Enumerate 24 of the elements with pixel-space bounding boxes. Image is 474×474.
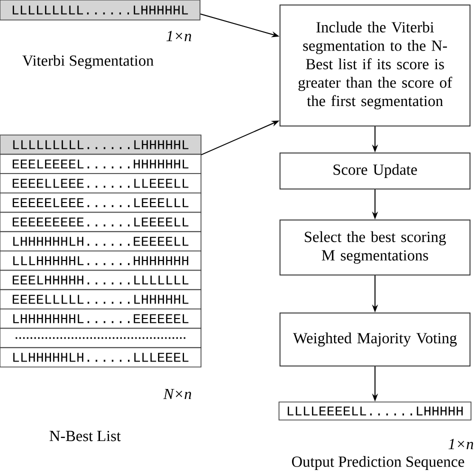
table-row: LLLHHHHHL......HHHHHHH [0, 250, 202, 271]
table-row: EEEEEEEEE......LEEEELL [0, 212, 202, 232]
dimension-label: 1×n [448, 438, 474, 450]
table-row: LHHHHHHHL......EEEEEEL [0, 308, 202, 329]
table-row: EEEELLEEE......LLEEELL [0, 173, 202, 194]
node-label: N-Best List [50, 430, 121, 442]
dimension-label: N×n [163, 388, 192, 400]
process-box: Score Update [280, 152, 470, 190]
table-row: EEEEELEEE......LEEELLL [0, 192, 202, 213]
table-row: EEEELLLLL......LHHHHHL [0, 289, 202, 310]
sequence-box: LLLLEEEELL......LHHHHH [278, 402, 472, 420]
dimension-label: 1×n [166, 30, 192, 42]
table-row: LHHHHHHLH......EEEEELL [0, 231, 202, 252]
table-row: EEELHHHHH......LLLLLLL [0, 270, 202, 290]
table-row: LLHHHHHLH......LLLEEEL [0, 347, 202, 368]
node-label: Output Prediction Sequence [292, 456, 464, 470]
node-label: Viterbi Segmentation [22, 54, 154, 70]
process-box: Include the Viterbi segmentation to the N-Best list if its score is greater than the score of the first segmentation [280, 4, 470, 126]
sequence-box: LLLLLLLLL......LHHHHHL [0, 0, 200, 20]
process-box: Weighted Majority Voting [280, 312, 470, 366]
process-box: Select the best scoring M segmentations [280, 220, 470, 276]
table-row: .............................................. [0, 328, 202, 348]
table-row: LLLLLLLLL......LHHHHHL [0, 134, 202, 155]
table-row: EEELEEEEL......HHHHHHL [0, 154, 202, 174]
